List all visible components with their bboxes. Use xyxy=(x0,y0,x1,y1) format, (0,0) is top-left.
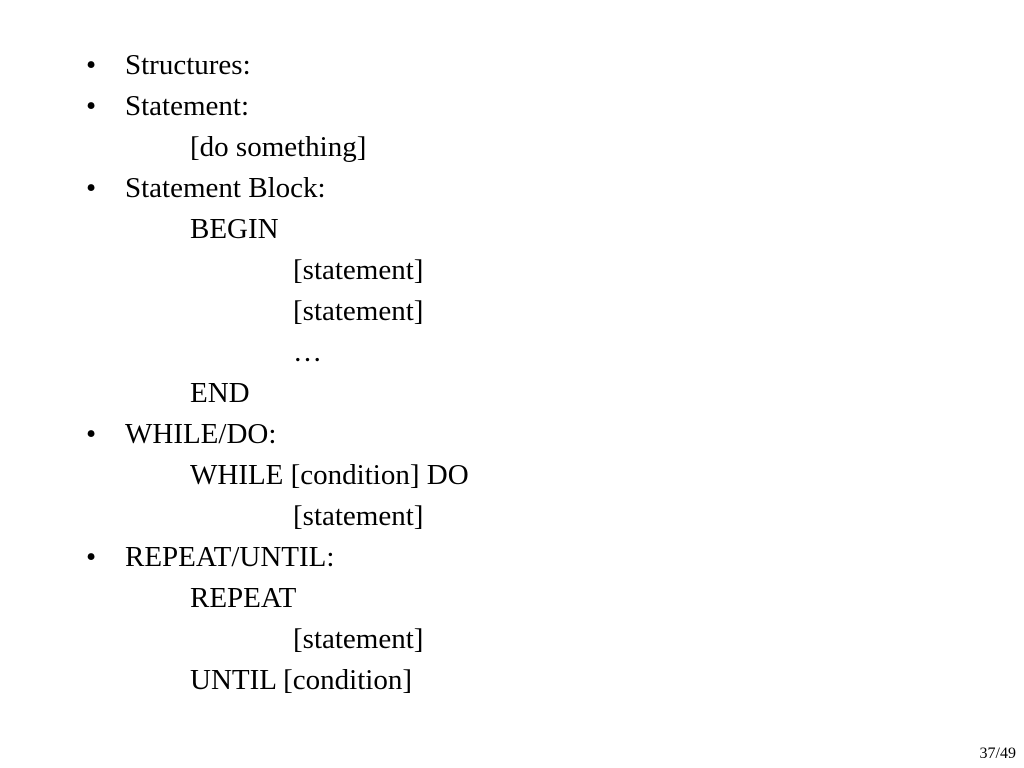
code-line: [do something] xyxy=(190,131,367,163)
bullet-statement: Statement: xyxy=(125,90,250,122)
bullet-structures: Structures: xyxy=(125,49,251,81)
code-line: REPEAT xyxy=(190,582,297,614)
bullet-statement-block: Statement Block: xyxy=(125,172,326,204)
code-line: … xyxy=(293,336,322,368)
code-line: BEGIN xyxy=(190,213,279,245)
code-line: [statement] xyxy=(293,500,424,532)
page-number: 37/49 xyxy=(979,745,1016,762)
bullet-marker: • xyxy=(86,90,97,122)
code-line: UNTIL [condition] xyxy=(190,664,413,696)
bullet-marker: • xyxy=(86,49,97,81)
bullet-repeat-until: REPEAT/UNTIL: xyxy=(125,541,335,573)
bullet-while-do: WHILE/DO: xyxy=(125,418,277,450)
code-line: [statement] xyxy=(293,254,424,286)
bullet-marker: • xyxy=(86,541,97,573)
code-line: WHILE [condition] DO xyxy=(190,459,469,491)
code-line: [statement] xyxy=(293,623,424,655)
bullet-marker: • xyxy=(86,418,97,450)
code-line: [statement] xyxy=(293,295,424,327)
bullet-marker: • xyxy=(86,172,97,204)
code-line: END xyxy=(190,377,250,409)
